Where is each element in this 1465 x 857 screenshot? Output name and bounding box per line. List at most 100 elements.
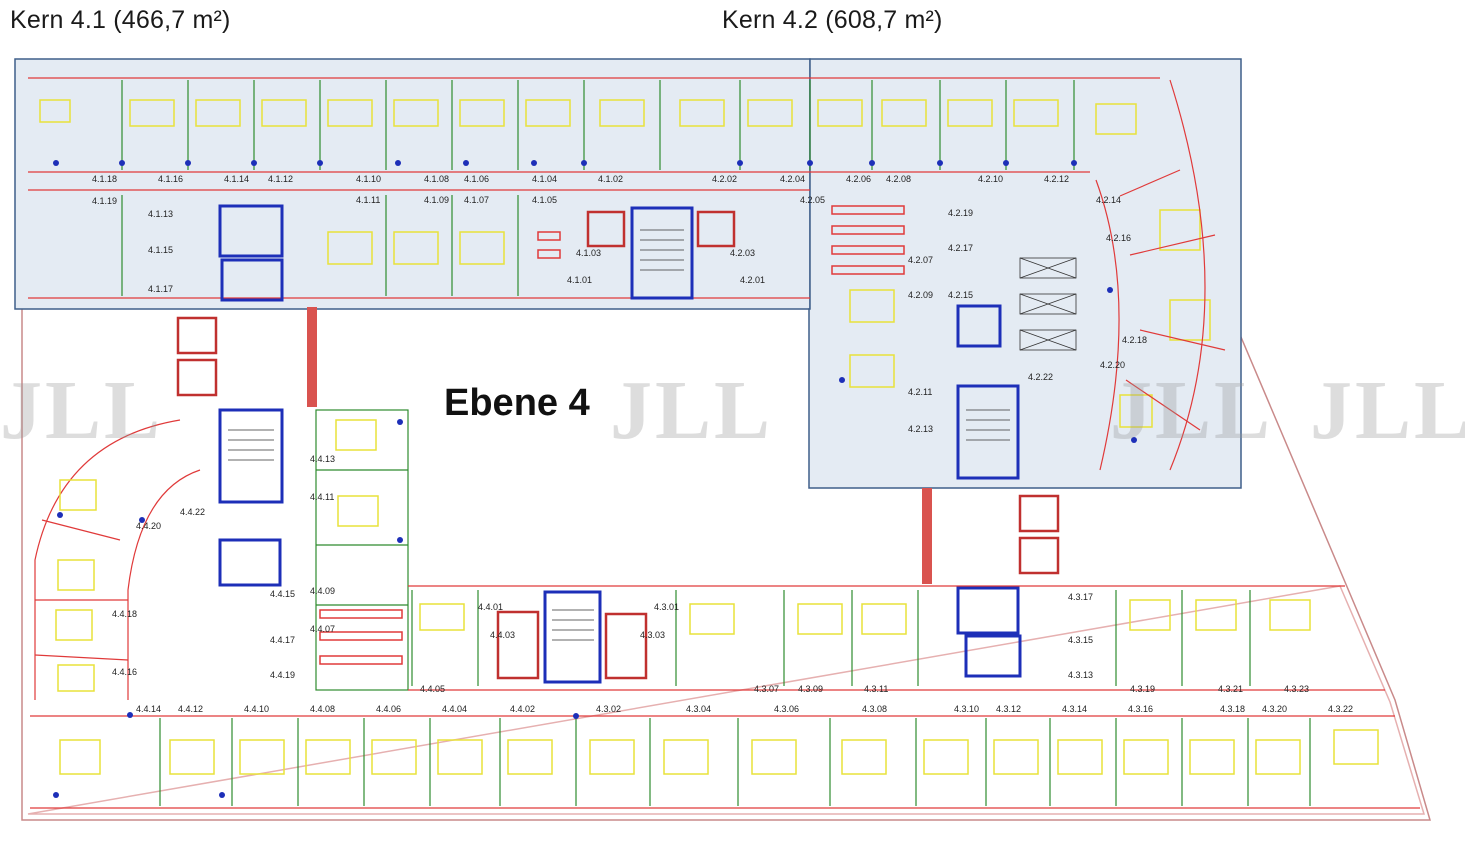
room-number: 4.4.14: [136, 704, 161, 714]
room-number: 4.2.20: [1100, 360, 1125, 370]
room-number: 4.4.15: [270, 589, 295, 599]
room-number: 4.1.09: [424, 195, 449, 205]
stairs: [228, 229, 1010, 641]
room-number: 4.2.11: [908, 387, 932, 397]
room-number: 4.1.05: [532, 195, 557, 205]
kern-41-label: Kern 4.1 (466,7 m²): [10, 6, 231, 34]
room-number: 4.1.18: [92, 174, 117, 184]
kern-42-label: Kern 4.2 (608,7 m²): [722, 6, 943, 34]
room-number: 4.4.03: [490, 630, 515, 640]
room-number: 4.4.07: [310, 624, 335, 634]
room-number: 4.1.10: [356, 174, 381, 184]
room-number: 4.3.14: [1062, 704, 1087, 714]
room-number: 4.1.15: [148, 245, 173, 255]
room-number: 4.4.11: [310, 492, 334, 502]
room-number: 4.3.01: [654, 602, 679, 612]
room-number: 4.2.04: [780, 174, 805, 184]
room-number: 4.1.01: [567, 275, 592, 285]
storage-racks: [1019, 257, 1077, 351]
room-number: 4.4.12: [178, 704, 203, 714]
room-number: 4.3.11: [864, 684, 888, 694]
furniture-top: [39, 99, 1211, 428]
room-number: 4.4.02: [510, 704, 535, 714]
room-number: 4.1.14: [224, 174, 249, 184]
room-number: 4.3.06: [774, 704, 799, 714]
room-number: 4.3.03: [640, 630, 665, 640]
room-number: 4.1.11: [356, 195, 380, 205]
room-number: 4.3.04: [686, 704, 711, 714]
room-number: 4.3.09: [798, 684, 823, 694]
room-number: 4.4.01: [478, 602, 503, 612]
room-number: 4.2.16: [1106, 233, 1131, 243]
room-number: 4.2.13: [908, 424, 933, 434]
room-number: 4.1.16: [158, 174, 183, 184]
room-number: 4.4.13: [310, 454, 335, 464]
room-number: 4.3.17: [1068, 592, 1093, 602]
middle-wing-44: [315, 409, 409, 691]
room-number: 4.3.07: [754, 684, 779, 694]
top-room-dividers: [121, 80, 1075, 296]
room-number: 4.1.02: [598, 174, 623, 184]
room-number: 4.2.18: [1122, 335, 1147, 345]
room-number: 4.2.07: [908, 255, 933, 265]
column-markers: [53, 160, 1137, 798]
room-number: 4.3.13: [1068, 670, 1093, 680]
room-number: 4.3.15: [1068, 635, 1093, 645]
room-number: 4.4.17: [270, 635, 295, 645]
room-number: 4.2.14: [1096, 195, 1121, 205]
room-number: 4.2.10: [978, 174, 1003, 184]
room-number: 4.4.16: [112, 667, 137, 677]
room-number: 4.2.06: [846, 174, 871, 184]
room-number: 4.1.04: [532, 174, 557, 184]
room-number: 4.2.01: [740, 275, 765, 285]
room-number: 4.3.19: [1130, 684, 1155, 694]
level-title: Ebene 4: [444, 382, 590, 424]
room-number: 4.4.06: [376, 704, 401, 714]
room-number: 4.4.19: [270, 670, 295, 680]
room-number: 4.2.12: [1044, 174, 1069, 184]
lower-corridor: [30, 585, 1420, 809]
room-number: 4.3.21: [1218, 684, 1243, 694]
room-number: 4.3.22: [1328, 704, 1353, 714]
room-number: 4.1.19: [92, 196, 117, 206]
furniture-bottom: [59, 729, 1379, 775]
meeting-tables: [319, 205, 905, 665]
room-number: 4.2.03: [730, 248, 755, 258]
room-number: 4.2.02: [712, 174, 737, 184]
room-number: 4.1.03: [576, 248, 601, 258]
curved-wing-44: [34, 419, 201, 700]
room-number: 4.1.08: [424, 174, 449, 184]
room-number: 4.3.20: [1262, 704, 1287, 714]
room-number: 4.2.09: [908, 290, 933, 300]
room-number: 4.3.18: [1220, 704, 1245, 714]
room-number: 4.4.10: [244, 704, 269, 714]
room-number: 4.4.18: [112, 609, 137, 619]
room-number-labels: 4.1.18 4.1.16 4.1.14 4.1.12 4.1.10 4.1.08 4.1.…: [92, 174, 1353, 714]
room-number: 4.3.23: [1284, 684, 1309, 694]
room-number: 4.1.07: [464, 195, 489, 205]
cores: [218, 204, 1022, 684]
room-number: 4.2.05: [800, 195, 825, 205]
room-number: 4.1.13: [148, 209, 173, 219]
room-number: 4.4.09: [310, 586, 335, 596]
room-number: 4.1.17: [148, 284, 173, 294]
room-number: 4.3.02: [596, 704, 621, 714]
room-number: 4.1.06: [464, 174, 489, 184]
room-number: 4.3.12: [996, 704, 1021, 714]
room-number: 4.4.04: [442, 704, 467, 714]
room-number: 4.2.15: [948, 290, 973, 300]
room-number: 4.2.19: [948, 208, 973, 218]
shafts: [176, 210, 1060, 680]
room-number: 4.3.08: [862, 704, 887, 714]
room-number: 4.2.17: [948, 243, 973, 253]
room-number: 4.4.05: [420, 684, 445, 694]
room-number: 4.2.08: [886, 174, 911, 184]
furniture-wings: [55, 419, 1311, 692]
lower-room-dividers: [159, 590, 1311, 806]
kern-42-area[interactable]: [808, 58, 1242, 489]
curved-wing-42: [1095, 79, 1226, 471]
room-number: 4.3.16: [1128, 704, 1153, 714]
room-number: 4.3.10: [954, 704, 979, 714]
room-number: 4.1.12: [268, 174, 293, 184]
